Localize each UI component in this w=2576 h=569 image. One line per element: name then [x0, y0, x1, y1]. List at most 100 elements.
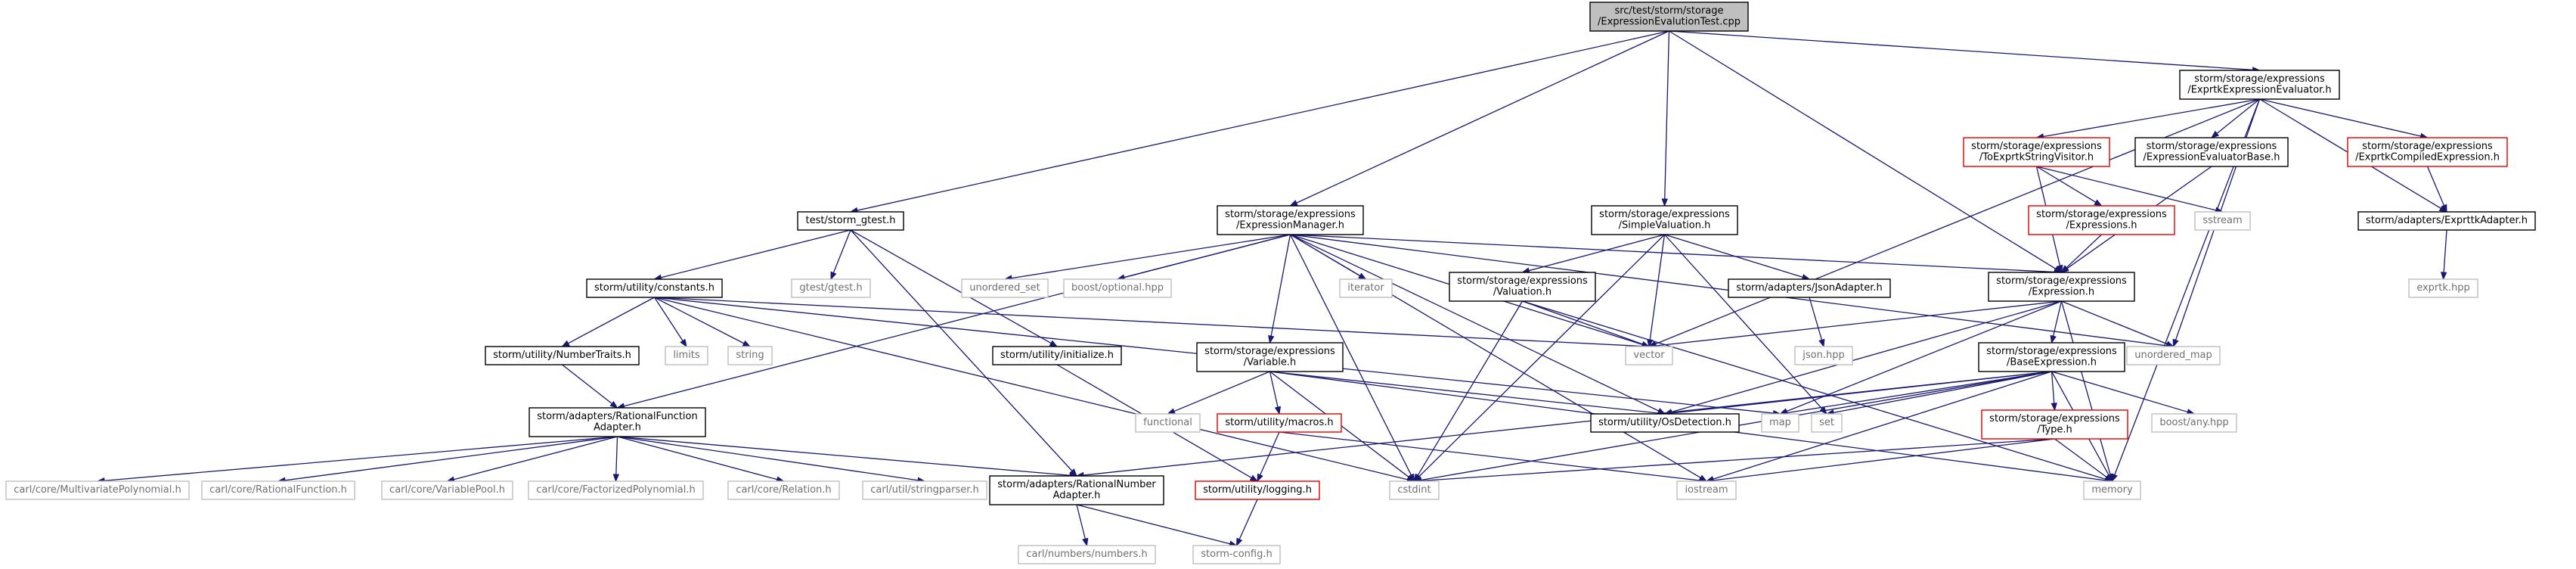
node-cstdint[interactable]: cstdint	[1389, 480, 1440, 500]
node-valuation[interactable]: storm/storage/expressions/Valuation.h	[1449, 272, 1596, 302]
node-multipoly[interactable]: carl/core/MultivariatePolynomial.h	[5, 480, 190, 500]
node-type[interactable]: storm/storage/expressions/Type.h	[1981, 409, 2128, 440]
arrowhead	[2057, 264, 2063, 274]
node-label: carl/util/stringparser.h	[870, 484, 979, 496]
node-root[interactable]: src/test/storm/storage/ExpressionEvaluti…	[1589, 2, 1749, 32]
edge-line	[661, 229, 851, 278]
arrowhead	[1082, 537, 1089, 547]
node-box	[586, 278, 723, 298]
node-label: storm/storage/expressions	[2194, 73, 2325, 85]
edge-constants-to-cstdint	[654, 297, 1415, 483]
node-exprmgr[interactable]: storm/storage/expressions/ExpressionMana…	[1217, 205, 1364, 235]
node-stormconfig[interactable]: storm-config.h	[1192, 545, 1281, 564]
node-label: Adapter.h	[594, 422, 641, 434]
node-sstream[interactable]: sstream	[2194, 211, 2251, 231]
node-unordmap[interactable]: unordered_map	[2126, 346, 2221, 365]
node-label: test/storm_gtest.h	[805, 215, 895, 226]
node-toexprtk[interactable]: storm/storage/expressions/ToExprtkString…	[1963, 137, 2110, 167]
node-box	[528, 480, 704, 500]
edge-line	[850, 229, 1073, 471]
edge-line	[1787, 371, 2052, 414]
node-label: storm/adapters/JsonAdapter.h	[1736, 282, 1883, 294]
node-unordset[interactable]: unordered_set	[961, 278, 1049, 298]
node-factpoly[interactable]: carl/core/FactorizedPolynomial.h	[528, 480, 704, 500]
node-gtestgtest[interactable]: gtest/gtest.h	[791, 278, 871, 298]
edge-jsonadapter-to-jsonhpp	[1809, 297, 1825, 348]
node-logging[interactable]: storm/utility/logging.h	[1195, 480, 1320, 500]
edge-line	[2060, 300, 2111, 475]
node-box	[1018, 545, 1156, 564]
edge-line	[857, 30, 1669, 211]
node-iterator[interactable]: iterator	[1339, 278, 1393, 298]
node-boostopt[interactable]: boost/optional.hpp	[1063, 278, 1172, 298]
node-jsonhpp[interactable]: json.hpp	[1794, 346, 1853, 365]
node-exprtkadapter[interactable]: storm/adapters/ExprttkAdapter.h	[2357, 211, 2536, 231]
edge-line	[832, 229, 851, 273]
node-baseexpr[interactable]: storm/storage/expressions/BaseExpression…	[1978, 342, 2125, 372]
node-label: unordered_map	[2134, 350, 2212, 361]
node-iostream[interactable]: iostream	[1676, 480, 1737, 500]
node-jsonadapter[interactable]: storm/adapters/JsonAdapter.h	[1728, 278, 1891, 298]
node-numtraits[interactable]: storm/utility/NumberTraits.h	[485, 346, 640, 365]
node-ratfunc[interactable]: carl/core/RationalFunction.h	[201, 480, 355, 500]
node-numbers[interactable]: carl/numbers/numbers.h	[1018, 545, 1156, 564]
edge-rfadapter-to-ratfunc	[277, 436, 618, 483]
node-osdetect[interactable]: storm/utility/OsDetection.h	[1590, 413, 1740, 433]
node-set[interactable]: set	[1811, 413, 1843, 433]
node-label: limits	[673, 350, 700, 361]
edge-simpleval-to-jsonadapter	[1664, 234, 1811, 281]
arrowhead	[2172, 338, 2179, 348]
node-relation[interactable]: carl/core/Relation.h	[727, 480, 840, 500]
node-label: storm/storage/expressions	[1457, 275, 1588, 287]
node-label: /ExprtkCompiledExpression.h	[2355, 152, 2500, 163]
arrowhead	[612, 474, 620, 483]
edge-rnadapter-to-numbers	[1076, 504, 1089, 547]
node-simpleval[interactable]: storm/storage/expressions/SimpleValuatio…	[1591, 205, 1738, 235]
arrowhead	[680, 338, 687, 348]
node-constants[interactable]: storm/utility/constants.h	[586, 278, 723, 298]
edge-gtest_h-to-gtestgtest	[830, 229, 851, 281]
node-expression[interactable]: storm/storage/expressions/Expression.h	[1988, 272, 2135, 302]
node-expressions[interactable]: storm/storage/expressions/Expressions.h	[2028, 205, 2175, 235]
arrowhead	[742, 340, 752, 347]
node-memory[interactable]: memory	[2083, 480, 2141, 500]
node-label: /BaseExpression.h	[2007, 357, 2097, 368]
node-variable[interactable]: storm/storage/expressions/Variable.h	[1196, 342, 1344, 372]
node-label: storm/adapters/RationalNumber	[997, 479, 1156, 490]
node-string[interactable]: string	[727, 346, 773, 365]
node-box	[1981, 409, 2128, 440]
edge-expressions-to-expression	[2060, 234, 2102, 273]
node-limits[interactable]: limits	[665, 346, 708, 365]
edge-simpleval-to-valuation	[1521, 234, 1665, 274]
node-box	[727, 480, 840, 500]
node-box	[2194, 211, 2251, 231]
edge-valuation-to-cstdint	[1413, 300, 1524, 483]
node-exprtkhpp[interactable]: exprtk.hpp	[2408, 278, 2478, 298]
node-initialize[interactable]: storm/utility/initialize.h	[992, 346, 1122, 365]
edge-line	[1076, 504, 1086, 539]
edge-line	[617, 436, 777, 480]
node-box	[1135, 413, 1201, 433]
node-macros[interactable]: storm/utility/macros.h	[1217, 413, 1342, 433]
node-vector[interactable]: vector	[1625, 346, 1673, 365]
node-functional[interactable]: functional	[1135, 413, 1201, 433]
node-exprtkcomp[interactable]: storm/storage/expressions/ExprtkCompiled…	[2347, 137, 2508, 167]
edge-line	[1421, 438, 2055, 482]
node-boostany[interactable]: boost/any.hpp	[2151, 413, 2237, 433]
node-box	[727, 346, 773, 365]
node-gtest_h[interactable]: test/storm_gtest.h	[797, 211, 904, 231]
node-strparser[interactable]: carl/util/stringparser.h	[862, 480, 987, 500]
node-map[interactable]: map	[1761, 413, 1799, 433]
edge-line	[1664, 234, 1823, 409]
node-box	[2408, 278, 2478, 298]
node-exprtkeval[interactable]: storm/storage/expressions/ExprtkExpressi…	[2179, 70, 2340, 100]
edge-line	[2043, 98, 2260, 138]
node-varpool[interactable]: carl/core/VariablePool.h	[381, 480, 513, 500]
node-evalbase[interactable]: storm/storage/expressions/ExpressionEval…	[2134, 137, 2289, 167]
node-box	[1811, 413, 1843, 433]
edge-line	[2036, 166, 2097, 203]
node-label: /ExprtkExpressionEvaluator.h	[2187, 85, 2331, 96]
